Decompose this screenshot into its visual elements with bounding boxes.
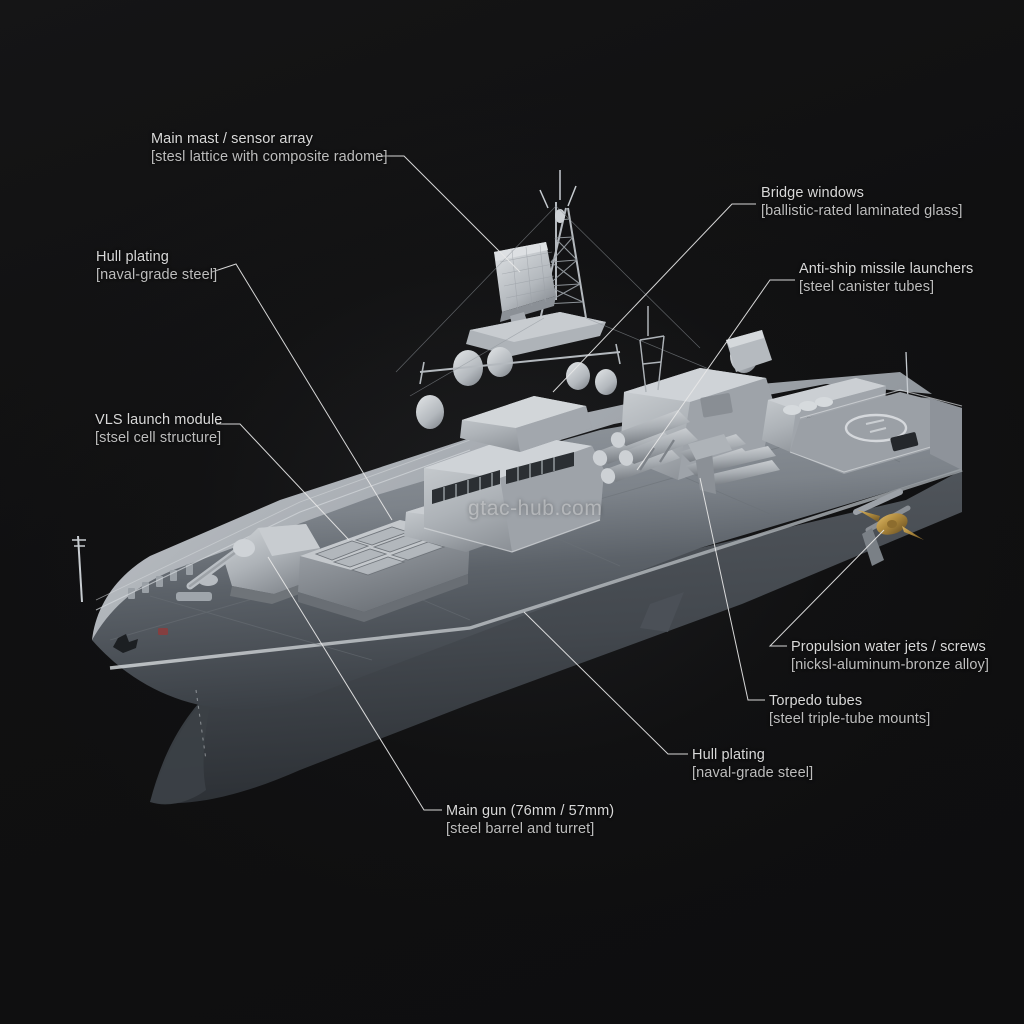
callout-material: [stsel cell structure] <box>95 429 222 446</box>
callout-propulsion: Propulsion water jets / screws [nicksl-a… <box>791 639 989 674</box>
callout-hull-plating-upper: Hull plating [naval-grade steel] <box>96 249 217 284</box>
callout-material: [naval-grade steel] <box>692 764 814 781</box>
propulsion-screws <box>640 489 924 632</box>
callout-title: Main mast / sensor array <box>151 131 313 147</box>
main-gun-turret <box>186 524 320 604</box>
callout-main-mast: Main mast / sensor array [stesl lattice … <box>151 131 388 166</box>
callout-material: [stesl lattice with composite radome] <box>151 148 388 165</box>
callout-title: VLS launch module <box>95 412 223 428</box>
callout-material: [naval-grade steel] <box>96 266 218 283</box>
callout-hull-plating-lower: Hull plating [naval-grade steel] <box>692 747 813 782</box>
hull-below-waterline <box>150 470 962 804</box>
leader-main-mast <box>378 155 521 273</box>
callout-material: [steel canister tubes] <box>799 278 935 295</box>
stern-transom <box>930 398 962 470</box>
bridge-windows <box>432 452 574 504</box>
leader-missile-launchers <box>636 279 795 471</box>
torpedo-tubes <box>688 434 780 494</box>
callout-title: Bridge windows <box>761 185 864 201</box>
callout-material: [steel barrel and turret] <box>446 820 595 837</box>
bridge-superstructure <box>423 434 604 553</box>
callout-anti-ship-missile-launchers: Anti-ship missile launchers [steel canis… <box>799 261 973 296</box>
callout-bridge-windows: Bridge windows [ballistic-rated laminate… <box>761 185 963 220</box>
leader-hull-plating-upper <box>211 263 393 521</box>
callout-title: Propulsion water jets / screws <box>791 639 986 655</box>
callout-title: Torpedo tubes <box>769 693 863 709</box>
leader-vls <box>216 423 350 541</box>
leader-hull-plating-lower <box>523 611 688 755</box>
upper-bridge-deck <box>460 396 592 452</box>
leader-torpedo-tubes <box>699 477 765 701</box>
leader-propulsion <box>768 529 885 647</box>
vls-launch-module <box>298 520 470 622</box>
callout-vls-launch-module: VLS launch module [stsel cell structure] <box>95 412 222 447</box>
callout-title: Hull plating <box>692 747 765 763</box>
leader-bridge-windows <box>552 203 756 393</box>
leader-main-gun <box>267 556 442 811</box>
callout-material: [ballistic-rated laminated glass] <box>761 202 963 219</box>
anchor <box>113 634 138 653</box>
callout-title: Main gun (76mm / 57mm) <box>446 803 615 819</box>
callout-title: Anti-ship missile launchers <box>799 261 974 277</box>
callout-material: [steel triple-tube mounts] <box>769 710 931 727</box>
forecastle-fittings <box>72 439 471 611</box>
callout-material: [nicksl-aluminum-bronze alloy] <box>791 656 990 673</box>
helipad <box>783 389 963 474</box>
callout-torpedo-tubes: Torpedo tubes [steel triple-tube mounts] <box>769 693 930 728</box>
callout-title: Hull plating <box>96 249 169 265</box>
callout-main-gun: Main gun (76mm / 57mm) [steel barrel and… <box>446 803 614 838</box>
